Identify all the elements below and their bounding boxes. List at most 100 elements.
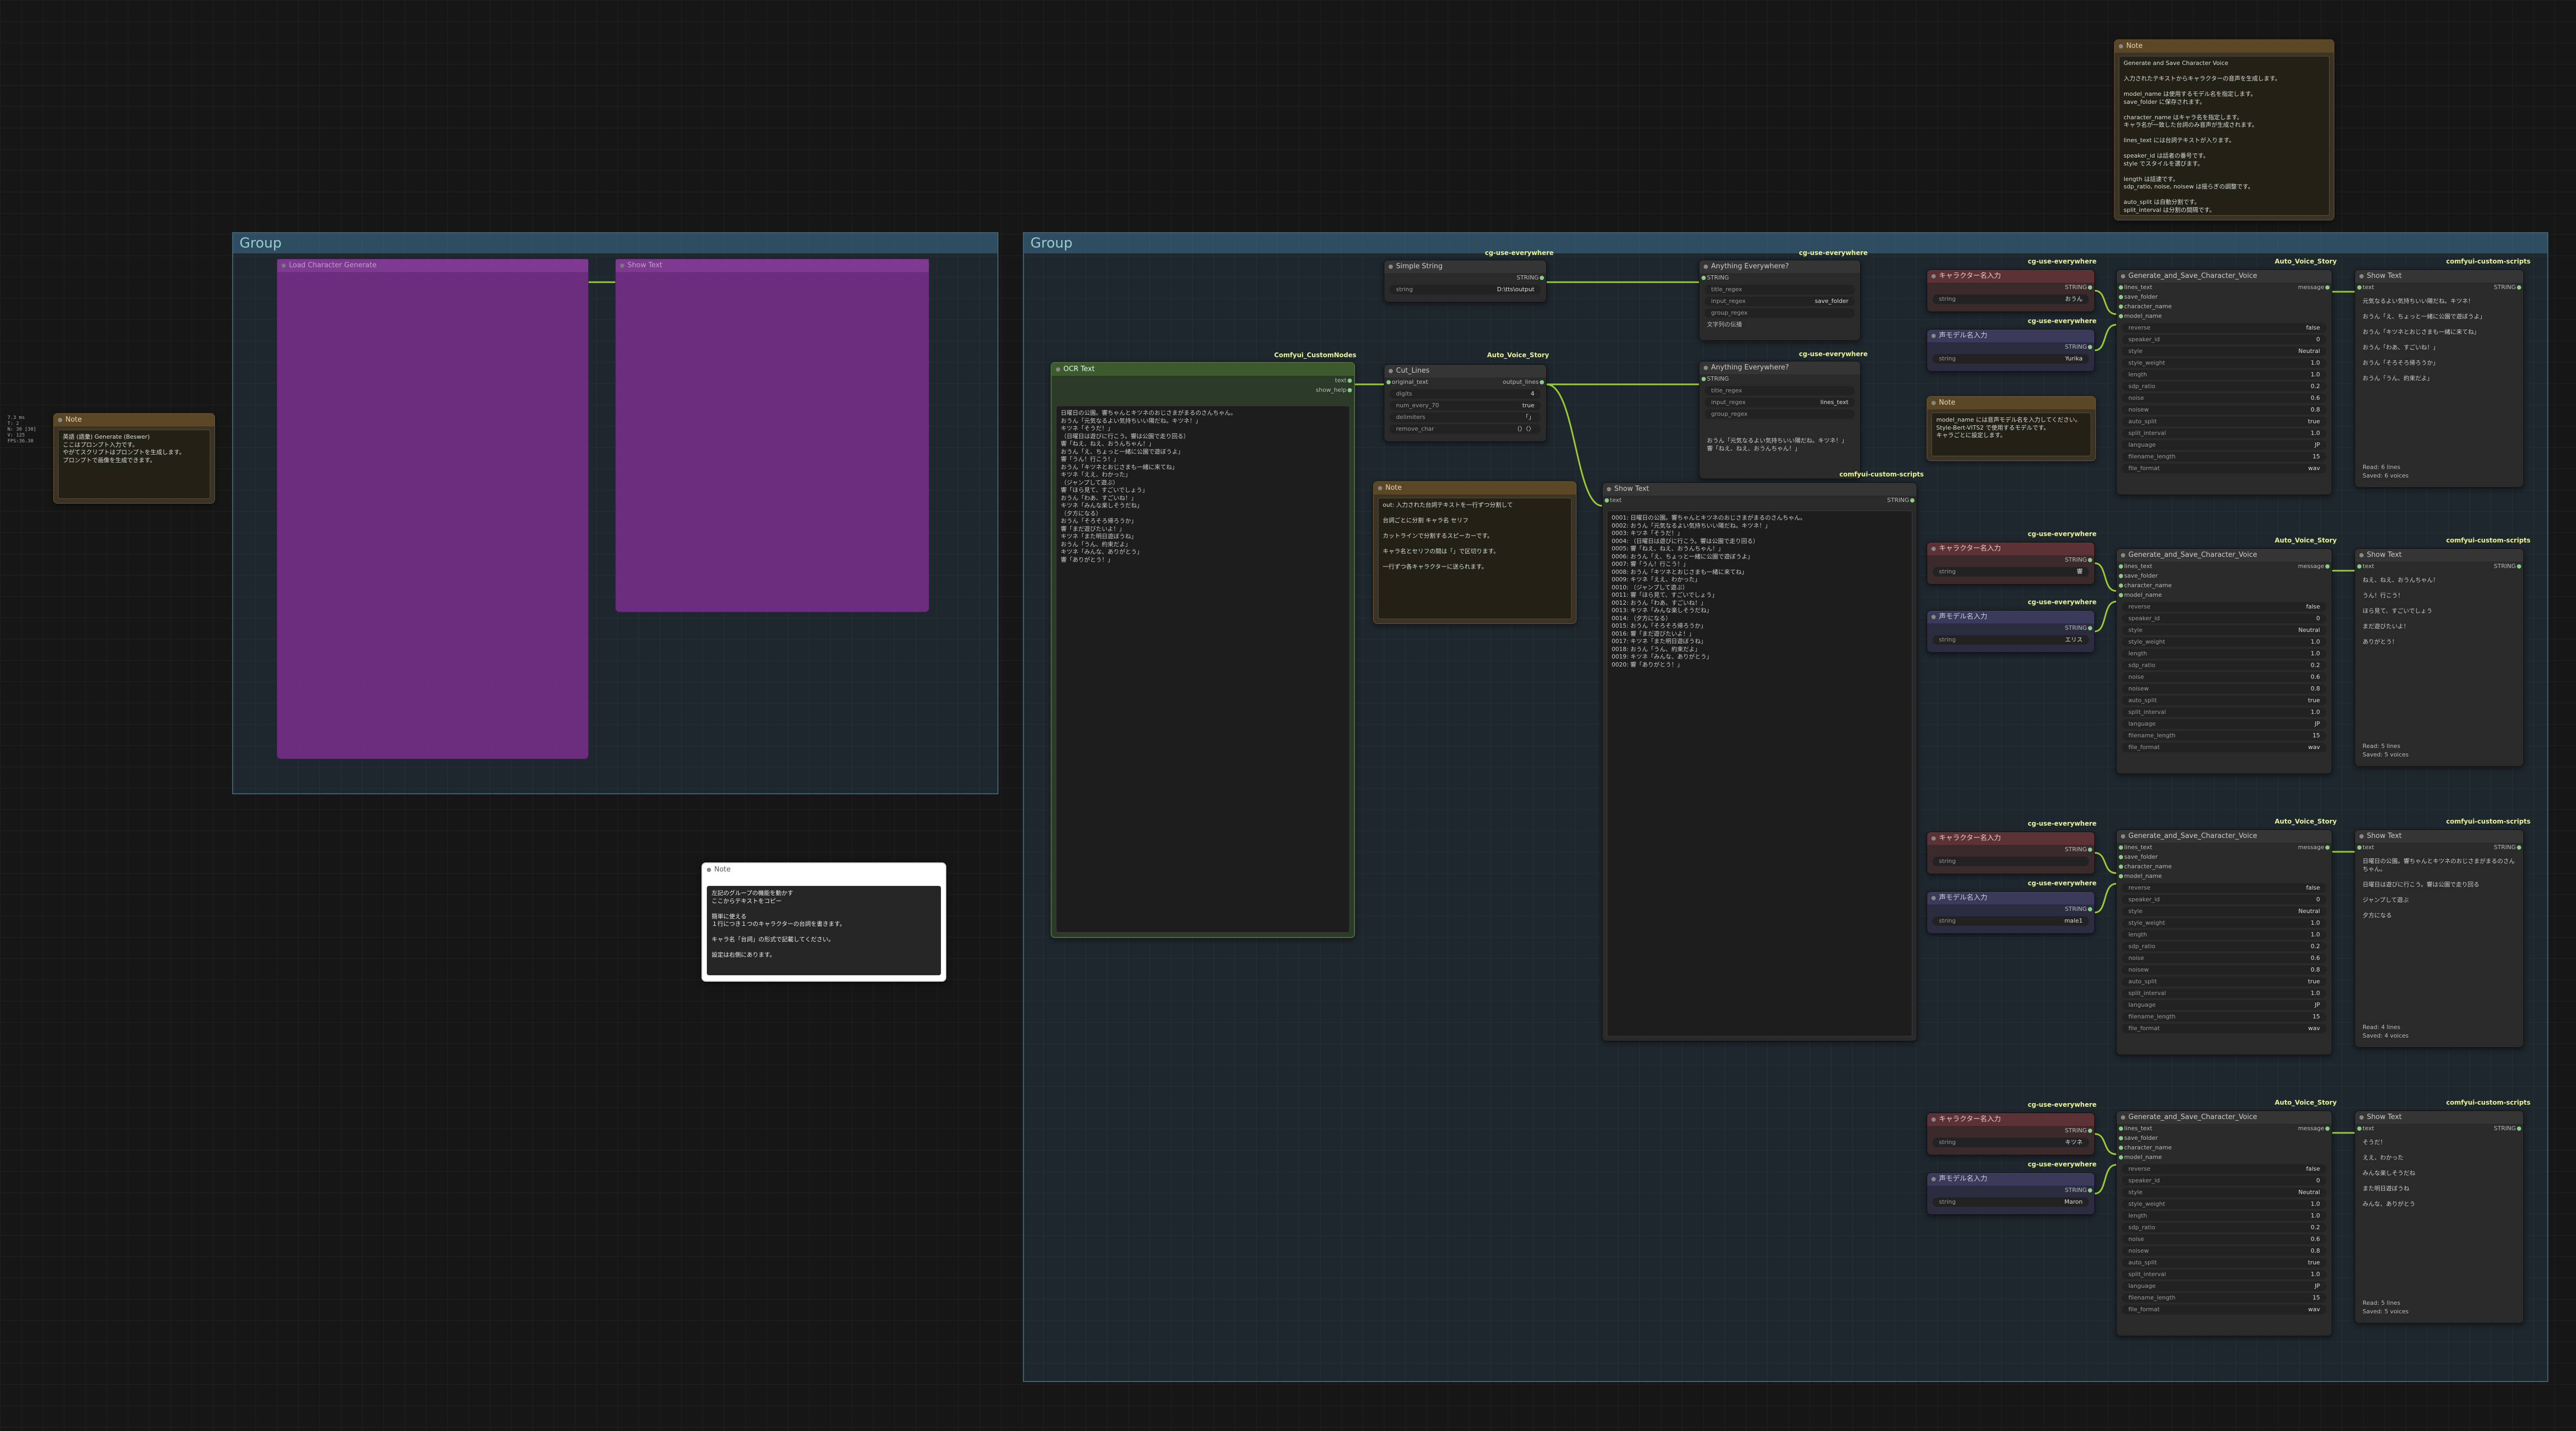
top-note[interactable]: Note Generate and Save Character Voice 入…: [2114, 39, 2334, 220]
voice-input-3-output[interactable]: STRING: [1927, 1186, 2094, 1195]
gen-3-output[interactable]: message: [2291, 1124, 2332, 1162]
show-text-mid[interactable]: Show Text text STRING 0001: 日曜日の公園。響ちゃんと…: [1602, 482, 1917, 1041]
show-text-0-input[interactable]: text: [2355, 283, 2382, 292]
show-text-mid-input[interactable]: text: [1603, 496, 1629, 505]
left-note[interactable]: Note 英語 (語彙) Generate (Beswer) ここはプロンプト入…: [53, 413, 215, 504]
show-text-3[interactable]: Show Text text STRING そうだ！ ええ、わかった みんな楽し…: [2355, 1111, 2524, 1323]
gen-0-in-model[interactable]: model_name: [2117, 311, 2179, 321]
cut-lines-widget-remove[interactable]: remove_char（）〈〉: [1390, 424, 1541, 434]
left-note-body[interactable]: 英語 (語彙) Generate (Beswer) ここはプロンプト入力です。 …: [58, 430, 210, 499]
ocr-output-text[interactable]: text: [1052, 376, 1354, 385]
gen-2-output[interactable]: message: [2291, 843, 2332, 881]
anything-2-input[interactable]: STRING: [1699, 374, 1860, 384]
gen-3-in-char[interactable]: character_name: [2117, 1143, 2179, 1153]
ocr-text-node[interactable]: OCR Text text show_help 日曜日の公園。響ちゃんとキツネの…: [1051, 362, 1355, 938]
gen-voice-1[interactable]: Generate_and_Save_Character_Voice lines_…: [2116, 548, 2332, 774]
show-text-3-body[interactable]: そうだ！ ええ、わかった みんな楽しそうだね また明日遊ぼうね みんな、ありがと…: [2358, 1136, 2520, 1295]
show-text-0-output[interactable]: STRING: [2487, 283, 2523, 292]
show-text-2[interactable]: Show Text text STRING 日曜日の公園。響ちゃんとキツネのおじ…: [2355, 829, 2524, 1048]
anything-everywhere-2[interactable]: Anything Everywhere? STRING title_regex …: [1699, 361, 1861, 479]
voice-input-1-output[interactable]: STRING: [1927, 623, 2094, 633]
anything-1-input[interactable]: STRING: [1699, 273, 1860, 283]
show-text-1-output[interactable]: STRING: [2487, 562, 2523, 571]
char-input-1-output[interactable]: STRING: [1927, 555, 2094, 565]
gen-2-in-char[interactable]: character_name: [2117, 862, 2179, 871]
char-input-0-output[interactable]: STRING: [1927, 283, 2094, 292]
show-text-2-input[interactable]: text: [2355, 843, 2382, 852]
white-note[interactable]: Note 左記のグループの機能を動かす ここからテキストをコピー 簡単に使える …: [701, 862, 946, 982]
cut-lines-input[interactable]: original_text: [1384, 377, 1435, 387]
gen-0-output[interactable]: message: [2291, 283, 2332, 321]
show-text-1-input[interactable]: text: [2355, 562, 2382, 571]
gen-2-in-model[interactable]: model_name: [2117, 871, 2179, 881]
anything-1-group-regex[interactable]: group_regex: [1705, 308, 1855, 318]
gen-voice-3[interactable]: Generate_and_Save_Character_Voice lines_…: [2116, 1111, 2332, 1336]
gen-3-in-lines[interactable]: lines_text: [2117, 1124, 2179, 1133]
anything-1-title-regex[interactable]: title_regex: [1705, 285, 1855, 294]
gen-2-in-lines[interactable]: lines_text: [2117, 843, 2179, 852]
white-note-body[interactable]: 左記のグループの機能を動かす ここからテキストをコピー 簡単に使える １行につき…: [707, 886, 941, 975]
gen-2-in-save[interactable]: save_folder: [2117, 852, 2179, 862]
cut-lines-widget-delim[interactable]: delimiters「」: [1390, 413, 1541, 422]
anything-2-title-regex[interactable]: title_regex: [1705, 386, 1855, 396]
show-text-2-body[interactable]: 日曜日の公園。響ちゃんとキツネのおじさまがまるのさんちゃん。 日曜日は遊びに行こ…: [2358, 854, 2520, 1019]
purple-node-show[interactable]: Show Text: [615, 259, 929, 612]
cut-lines-node[interactable]: Cut_Lines original_text output_lines dig…: [1384, 364, 1547, 442]
voice-input-2-output[interactable]: STRING: [1927, 904, 2094, 914]
gen-1-in-save[interactable]: save_folder: [2117, 571, 2179, 581]
show-text-1[interactable]: Show Text text STRING ねえ、ねえ、おうんちゃん！ うん！行…: [2355, 548, 2524, 767]
gen-1-in-lines[interactable]: lines_text: [2117, 562, 2179, 571]
gen-0-in-save[interactable]: save_folder: [2117, 292, 2179, 302]
